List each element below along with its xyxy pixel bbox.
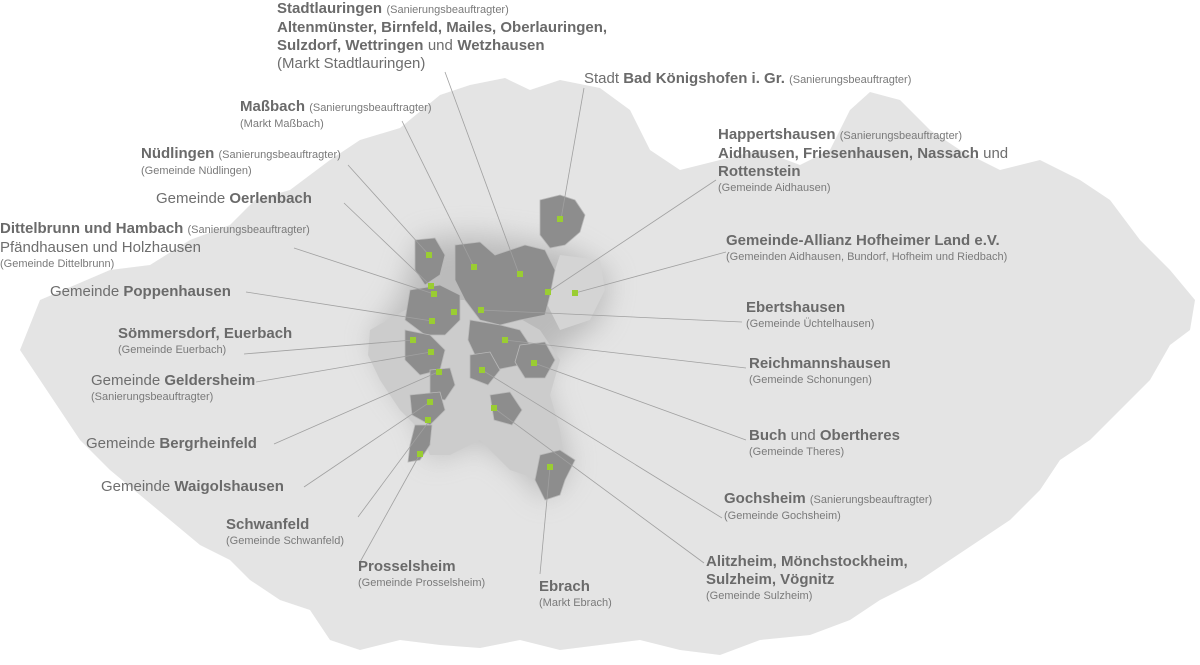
label-schwanfeld: Schwanfeld (Gemeinde Schwanfeld) [226,516,345,547]
label-bergrheinfeld: Gemeinde Bergrheinfeld [86,435,257,452]
label-ebrach: Ebrach (Markt Ebrach) [539,578,612,609]
label-oerlenbach: Gemeinde Oerlenbach [156,190,312,207]
label-soemmersdorf: Sömmersdorf, Euerbach (Gemeinde Euerbach… [118,325,293,356]
connector-lines [243,71,747,575]
label-happertshausen: Happertshausen (Sanierungsbeauftragter) … [718,126,1009,194]
label-ebertshausen: Ebertshausen (Gemeinde Üchtelhausen) [746,299,875,330]
background-region [20,78,1195,655]
label-poppenhausen: Gemeinde Poppenhausen [50,283,231,300]
label-dittelbrunn: Dittelbrunn und Hambach (Sanierungsbeauf… [0,220,310,270]
label-prosselsheim: Prosselsheim (Gemeinde Prosselsheim) [358,558,486,589]
label-reichmannshausen: Reichmannshausen (Gemeinde Schonungen) [749,355,891,386]
label-alitzheim: Alitzheim, Mönchstockheim, Sulzheim, Vög… [706,553,908,602]
label-hofheimer-land: Gemeinde-Allianz Hofheimer Land e.V. (Ge… [726,232,1008,263]
label-geldersheim: Gemeinde Geldersheim (Sanierungsbeauftra… [91,372,256,403]
label-massbach: Maßbach (Sanierungsbeauftragter) (Markt … [240,98,432,130]
label-koenigshofen: Stadt Bad Königshofen i. Gr. (Sanierungs… [584,70,912,87]
label-stadtlauringen: Stadtlauringen (Sanierungsbeauftragter) … [277,0,608,72]
label-gochsheim: Gochsheim (Sanierungsbeauftragter) (Geme… [724,490,933,522]
location-markers [410,216,578,470]
label-waigolshausen: Gemeinde Waigolshausen [101,478,284,495]
label-buch-obertheres: Buch und Obertheres (Gemeinde Theres) [749,427,900,458]
label-nuedlingen: Nüdlingen (Sanierungsbeauftragter) (Geme… [141,145,341,177]
